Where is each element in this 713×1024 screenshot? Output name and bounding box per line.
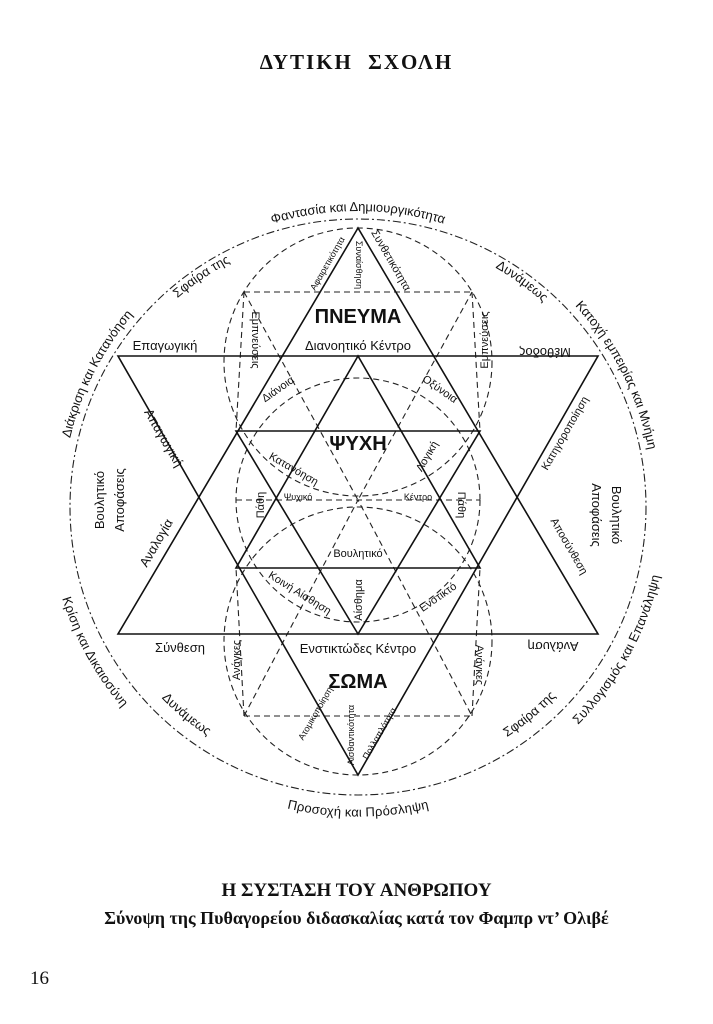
inner-upward-triangle: [234, 354, 482, 569]
label-abstraction: Αφαιρετικότητα: [308, 235, 347, 292]
label-volitional-mid: Βουλητικό: [333, 548, 382, 560]
label-volitional-right: Βουλητικό: [609, 486, 624, 544]
label-synthesis: Σύνθεση: [155, 640, 205, 655]
spirit-label: ΠΝΕΥΜΑ: [315, 306, 402, 328]
label-passions-right: Πάθη: [455, 492, 467, 519]
label-passions-left: Πάθη: [255, 492, 267, 519]
label-multiplicity: Πολλαπλότητα: [361, 706, 399, 761]
label-needs-right: Ανάγκες: [473, 645, 485, 685]
outer-label-bottom: Προσοχή και Πρόσληψη: [286, 797, 429, 820]
soul-label: ΨΥΧΗ: [329, 433, 386, 455]
label-analogy: Αναλογία: [136, 516, 176, 570]
inner-label-upper-left: Σφαίρα της: [170, 252, 232, 301]
caption-title: Η ΣΥΣΤΑΣΗ ΤΟΥ ΑΝΘΡΩΠΟΥ: [221, 880, 492, 901]
label-understanding: Κατανόηση: [267, 451, 320, 489]
label-inspirations-left: Εμπνεύσεις: [249, 311, 261, 368]
inner-downward-triangle: [234, 430, 482, 636]
label-individualization: Ατομικοποίηση: [296, 685, 334, 742]
label-deduction: Απαγωγική: [141, 406, 186, 470]
label-volitional-left: Βουλητικό: [92, 471, 107, 529]
inner-label-lower-left: Δυνάμεως: [159, 689, 214, 738]
outer-label-top: Φαντασία και Δημιουργικότητα: [269, 199, 448, 227]
body-label: ΣΩΜΑ: [328, 671, 387, 693]
outer-label-upper-left: Διάκριση και Κατανόηση: [58, 307, 135, 439]
label-decisions-right: Αποφάσεις: [589, 483, 604, 547]
label-method: Μέθοδος: [519, 345, 571, 360]
label-decisions-left: Αποφάσεις: [112, 468, 127, 532]
label-mind: Διάνοια: [260, 374, 297, 405]
label-decomposition: Αποσύνθεση: [548, 516, 590, 577]
label-logic: Λογική: [414, 439, 441, 474]
page-header: ΔΥΤΙΚΗ ΣΧΟΛΗ: [259, 50, 454, 74]
label-intellect-center: Διανοητικό Κέντρο: [305, 338, 411, 353]
label-induction: Επαγωγική: [133, 338, 198, 353]
label-feeling: Αίσθημα: [353, 579, 365, 621]
label-instinctive-center: Ενστικτώδες Κέντρο: [300, 641, 416, 656]
label-psychic: Ψυχικό: [284, 492, 313, 502]
inner-label-upper-right: Δυνάμεως: [494, 257, 552, 305]
label-inspirations-right: Εμπνεύσεις: [479, 311, 491, 368]
outer-label-lower-left: Κρίση και Δικαιοσύνη: [59, 595, 131, 710]
page-number: 16: [30, 968, 49, 989]
label-categorization: Κατηγοροποίηση: [539, 395, 591, 473]
label-sensitivity: Αισθαντικότητα: [346, 705, 356, 765]
label-consciousness: Συναίσθηση: [354, 241, 364, 289]
label-analysis: Ανάλυση: [527, 639, 578, 654]
label-needs-left: Ανάγκες: [231, 640, 243, 680]
label-center: Κέντρο: [404, 492, 432, 502]
outer-circle: [69, 218, 647, 796]
inner-label-lower-right: Σφαίρα της: [500, 688, 558, 740]
outer-label-upper-right: Κατοχή εμπειρίας και Μνήμη: [573, 298, 660, 451]
caption-subtitle: Σύνοψη της Πυθαγορείου διδασκαλίας κατά …: [104, 908, 609, 928]
outer-label-lower-right: Συλλογισμός και Επανάληψη: [569, 573, 662, 727]
